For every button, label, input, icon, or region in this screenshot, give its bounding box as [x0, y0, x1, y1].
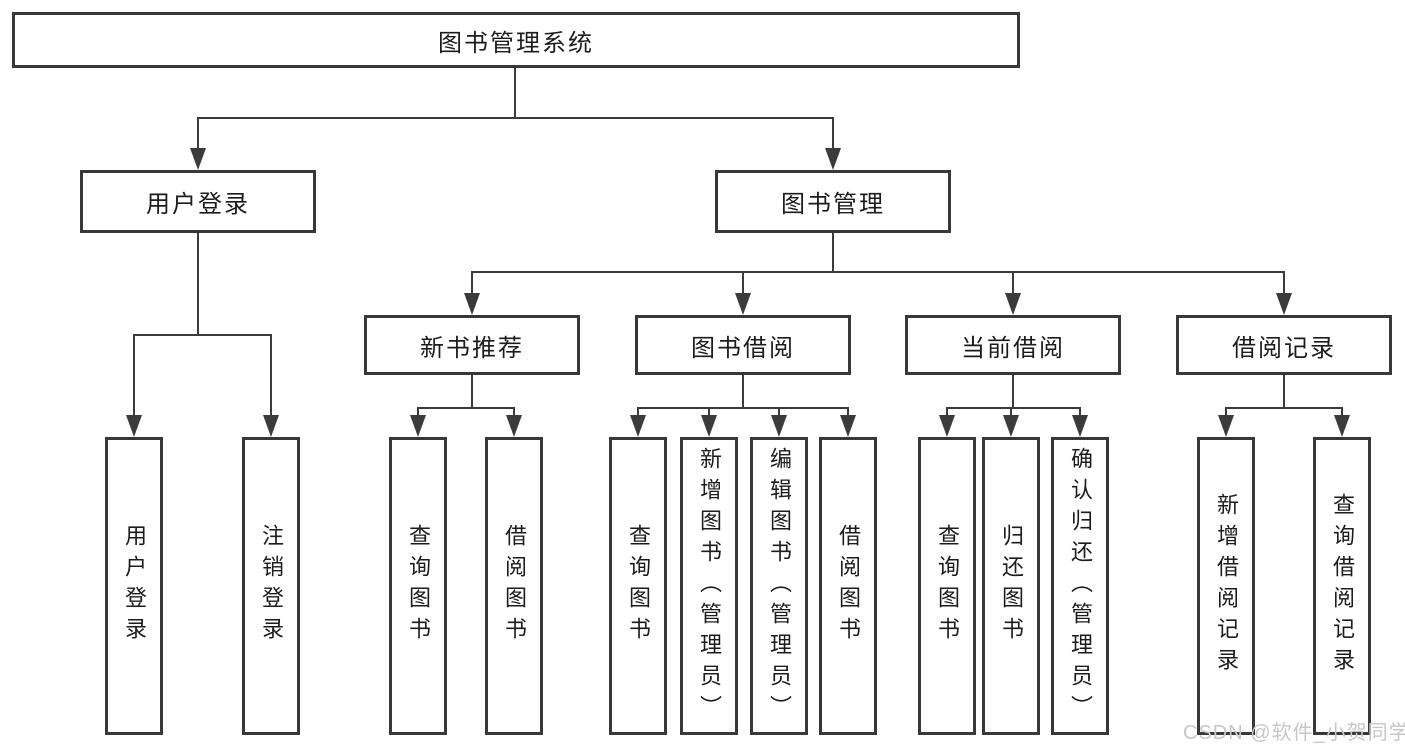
arrowhead-down-icon [771, 415, 787, 437]
connector-drop-line [637, 407, 639, 417]
node-new-book-recommend-label: 新书推荐 [420, 334, 524, 362]
connector-user-login-bar [133, 334, 272, 336]
node-current-borrow: 当前借阅 [905, 315, 1121, 375]
node-borrow-records-label: 借阅记录 [1232, 334, 1336, 362]
arrowhead-down-icon [190, 148, 206, 170]
arrowhead-down-icon [1276, 293, 1292, 315]
node-new-book-recommend: 新书推荐 [364, 315, 580, 375]
node-library-system-label: 图书管理系统 [438, 29, 594, 57]
node-book-management: 图书管理 [715, 170, 951, 233]
connector-drop-leaf-user-login [133, 334, 135, 417]
leaf-add-borrow-record: 新增借阅记录 [1197, 437, 1255, 735]
leaf-borrow-books-recommend-label: 借阅图书 [502, 524, 527, 648]
connector-drop-line [417, 407, 419, 417]
leaf-confirm-return-admin: 确认归还（管理员） [1051, 437, 1109, 735]
arrowhead-down-icon [1003, 415, 1019, 437]
leaf-user-login-label: 用户登录 [122, 524, 147, 648]
leaf-confirm-return-admin-label: 确认归还（管理员） [1068, 446, 1093, 726]
connector-level2-bar [197, 117, 834, 119]
connector-drop-line [708, 407, 710, 417]
arrowhead-down-icon [939, 415, 955, 437]
connector-drop-line [1341, 407, 1343, 417]
connector-current-borrow-bar [946, 407, 1081, 409]
leaf-logout-login: 注销登录 [242, 437, 300, 735]
leaf-borrow-books: 借阅图书 [819, 437, 877, 735]
connector-book-borrow-bar [637, 407, 849, 409]
connector-level3-bar [471, 271, 1285, 273]
arrowhead-down-icon [464, 293, 480, 315]
leaf-query-books-current-label: 查询图书 [935, 524, 960, 648]
arrowhead-down-icon [840, 415, 856, 437]
node-book-borrow: 图书借阅 [635, 315, 851, 375]
leaf-query-books-recommend-label: 查询图书 [406, 524, 431, 648]
connector-drop-line [847, 407, 849, 417]
connector-drop-borrow-records [1283, 271, 1285, 295]
leaf-add-borrow-record-label: 新增借阅记录 [1214, 493, 1239, 679]
connector-book-borrow-stem [742, 375, 744, 409]
connector-new-book-bar [417, 407, 515, 409]
arrowhead-down-icon [825, 148, 841, 170]
leaf-query-borrow-record-label: 查询借阅记录 [1330, 493, 1355, 679]
connector-borrow-records-stem [1283, 375, 1285, 409]
arrowhead-down-icon [630, 415, 646, 437]
node-current-borrow-label: 当前借阅 [961, 334, 1065, 362]
leaf-query-books-borrow: 查询图书 [609, 437, 667, 735]
csdn-watermark: CSDN @软件_小贺同学 [1183, 722, 1405, 744]
leaf-add-books-admin-label: 新增图书（管理员） [697, 446, 722, 726]
arrowhead-down-icon [1072, 415, 1088, 437]
arrowhead-down-icon [735, 293, 751, 315]
leaf-return-books: 归还图书 [982, 437, 1040, 735]
node-book-management-label: 图书管理 [781, 191, 885, 218]
leaf-add-books-admin: 新增图书（管理员） [680, 437, 738, 735]
node-user-login: 用户登录 [80, 170, 316, 233]
connector-drop-line [946, 407, 948, 417]
leaf-query-books-current: 查询图书 [918, 437, 976, 735]
arrowhead-down-icon [506, 415, 522, 437]
node-borrow-records: 借阅记录 [1176, 315, 1392, 375]
connector-drop-line [1010, 407, 1012, 417]
connector-drop-line [1225, 407, 1227, 417]
connector-user-login-stem [197, 233, 199, 336]
connector-borrow-records-bar [1225, 407, 1343, 409]
node-book-borrow-label: 图书借阅 [691, 334, 795, 362]
leaf-logout-login-label: 注销登录 [259, 524, 284, 648]
node-user-login-label: 用户登录 [146, 191, 250, 218]
arrowhead-down-icon [701, 415, 717, 437]
connector-drop-current-borrow [1012, 271, 1014, 295]
connector-drop-book-borrow [742, 271, 744, 295]
leaf-edit-books-admin: 编辑图书（管理员） [750, 437, 808, 735]
arrowhead-down-icon [1005, 293, 1021, 315]
leaf-edit-books-admin-label: 编辑图书（管理员） [767, 446, 792, 726]
leaf-return-books-label: 归还图书 [999, 524, 1024, 648]
leaf-borrow-books-recommend: 借阅图书 [485, 437, 543, 735]
arrowhead-down-icon [410, 415, 426, 437]
leaf-query-books-recommend: 查询图书 [389, 437, 447, 735]
arrowhead-down-icon [1334, 415, 1350, 437]
connector-root-stem [514, 68, 516, 118]
connector-book-management-stem [832, 233, 834, 273]
arrowhead-down-icon [126, 415, 142, 437]
connector-drop-line [778, 407, 780, 417]
connector-current-borrow-stem [1012, 375, 1014, 409]
connector-drop-line [1079, 407, 1081, 417]
leaf-query-books-borrow-label: 查询图书 [626, 524, 651, 648]
connector-drop-line [513, 407, 515, 417]
leaf-user-login: 用户登录 [105, 437, 163, 735]
connector-drop-user-login [197, 117, 199, 150]
node-library-system: 图书管理系统 [12, 12, 1020, 68]
connector-new-book-stem [471, 375, 473, 409]
connector-drop-leaf-logout [270, 334, 272, 417]
arrowhead-down-icon [1218, 415, 1234, 437]
arrowhead-down-icon [263, 415, 279, 437]
leaf-borrow-books-label: 借阅图书 [836, 524, 861, 648]
connector-drop-new-book [471, 271, 473, 295]
connector-drop-book-management [832, 117, 834, 150]
leaf-query-borrow-record: 查询借阅记录 [1313, 437, 1371, 735]
